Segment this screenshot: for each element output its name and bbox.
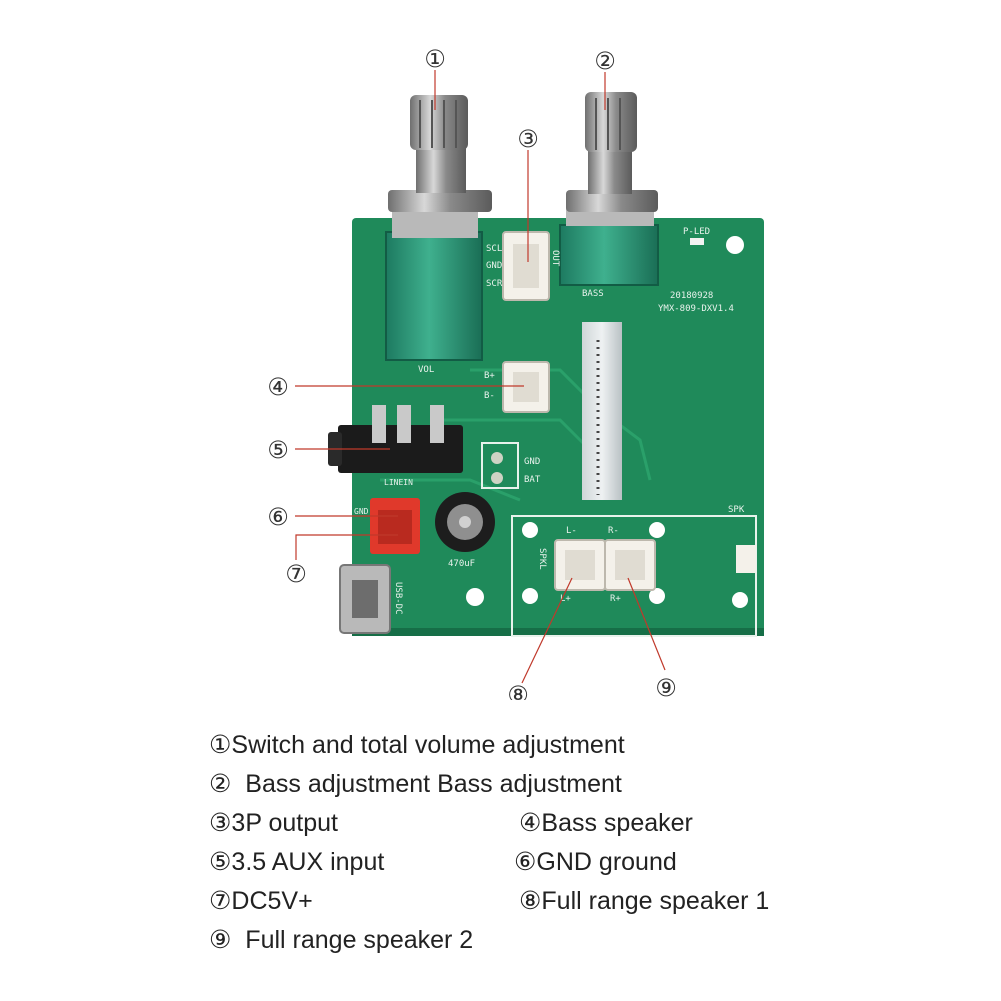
led <box>690 238 704 245</box>
pcb-edge-shadow <box>352 628 764 636</box>
pcb-trace <box>380 478 521 502</box>
silk-l-minus: L- <box>566 526 577 536</box>
silk-date: 20180928 <box>670 291 713 301</box>
silk-gnd-top: GND <box>486 261 502 271</box>
legend-item-7: ⑦DC5V+ <box>209 887 313 915</box>
usb-connector <box>339 564 391 634</box>
silk-model: YMX-809-DXV1.4 <box>658 304 734 314</box>
mounting-hole <box>522 588 538 604</box>
power-connector <box>370 498 420 554</box>
callout-2: ② <box>594 47 616 75</box>
silk-r-minus: R- <box>608 526 619 536</box>
callout-9: ⑨ <box>655 674 677 700</box>
volume-potentiometer <box>385 95 492 361</box>
mounting-hole <box>466 588 484 606</box>
callout-5: ⑤ <box>267 436 289 464</box>
legend-item-8: ⑧Full range speaker 1 <box>519 887 770 915</box>
callout-1: ① <box>424 45 446 73</box>
capacitor <box>435 492 495 552</box>
output-connector <box>502 231 550 301</box>
silk-scr: SCR <box>486 279 503 289</box>
silk-out: OUT <box>550 250 560 267</box>
silk-l-plus: L+ <box>560 594 571 604</box>
mounting-hole <box>649 588 665 604</box>
callout-6: ⑥ <box>267 503 289 531</box>
silk-spkl: SPKL <box>537 548 547 570</box>
callout-line-8 <box>521 577 573 684</box>
bass-potentiometer <box>559 92 659 286</box>
legend-item-9: ⑨ Full range speaker 2 <box>209 926 474 954</box>
heatsink-strip <box>582 322 622 500</box>
callout-3: ③ <box>517 125 539 153</box>
speaker-area-outline <box>511 515 757 637</box>
silk-bass: BASS <box>582 289 604 299</box>
battery-pad <box>491 472 503 484</box>
board-diagram: SCL GND SCR OUT VOL BASS P-LED 20180928 … <box>267 45 764 700</box>
legend-item-2: ② Bass adjustment Bass adjustment <box>209 770 622 798</box>
silk-vol: VOL <box>418 365 434 375</box>
legend-item-3: ③3P output <box>209 809 338 837</box>
mounting-hole <box>732 592 748 608</box>
silk-gnd-red: GND <box>354 507 369 516</box>
silk-gnd-bat: GND <box>524 457 540 467</box>
mounting-hole <box>726 236 744 254</box>
silk-b-plus: B+ <box>484 371 495 381</box>
silk-bat: BAT <box>524 475 541 485</box>
legend-item-5: ⑤3.5 AUX input <box>209 848 385 876</box>
callout-7: ⑦ <box>285 560 307 588</box>
callout-line-7 <box>295 534 398 560</box>
legend-item-6: ⑥GND ground <box>514 848 677 876</box>
silk-spk: SPK <box>728 505 745 515</box>
silk-b-minus: B- <box>484 391 495 401</box>
pcb-trace <box>440 418 592 452</box>
silk-usb-dc: USB-DC <box>393 582 403 615</box>
mounting-hole <box>649 522 665 538</box>
battery-pad <box>491 452 503 464</box>
legend-item-4: ④Bass speaker <box>519 809 693 837</box>
mounting-hole <box>522 522 538 538</box>
bass-speaker-connector <box>502 361 550 413</box>
legend-item-1: ①Switch and total volume adjustment <box>209 731 625 759</box>
speaker-connectors <box>554 539 656 591</box>
silk-scl: SCL <box>486 244 502 254</box>
silk-cap: 470uF <box>448 559 475 569</box>
silk-p-led: P-LED <box>683 227 710 237</box>
battery-footprint <box>481 442 519 489</box>
silk-linein: LINEIN <box>384 478 413 487</box>
callout-8: ⑧ <box>507 681 529 700</box>
callout-line-9 <box>627 577 666 671</box>
callout-4: ④ <box>267 373 289 401</box>
silk-r-plus: R+ <box>610 594 621 604</box>
small-connector <box>736 545 756 573</box>
